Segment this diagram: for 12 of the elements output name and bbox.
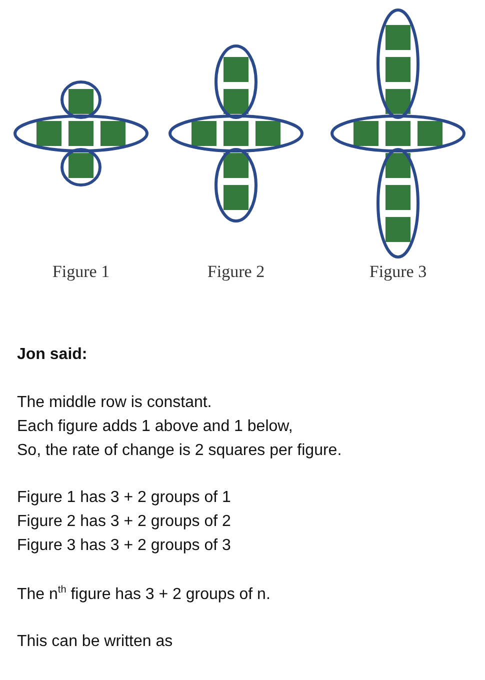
figure-caption: Figure 2 (207, 262, 265, 282)
speaker-heading: Jon said: (17, 345, 88, 365)
figure-caption: Figure 3 (369, 262, 427, 282)
statement-text: Figure 1 has 3 + 2 groups of 1 (17, 488, 231, 508)
statement-text: The n$^{th}$ figure has 3 + 2 groups of n. (17, 584, 270, 605)
statement-text: This can be written as (17, 632, 173, 652)
statement-text: Each figure adds 1 above and 1 below, (17, 417, 293, 437)
statement-text: So, the rate of change is 2 squares per figure. (17, 441, 342, 461)
statement-text: Figure 2 has 3 + 2 groups of 2 (17, 512, 231, 532)
statement-text: The middle row is constant. (17, 393, 212, 413)
figure-caption: Figure 1 (52, 262, 110, 282)
statement-text: Figure 3 has 3 + 2 groups of 3 (17, 536, 231, 556)
